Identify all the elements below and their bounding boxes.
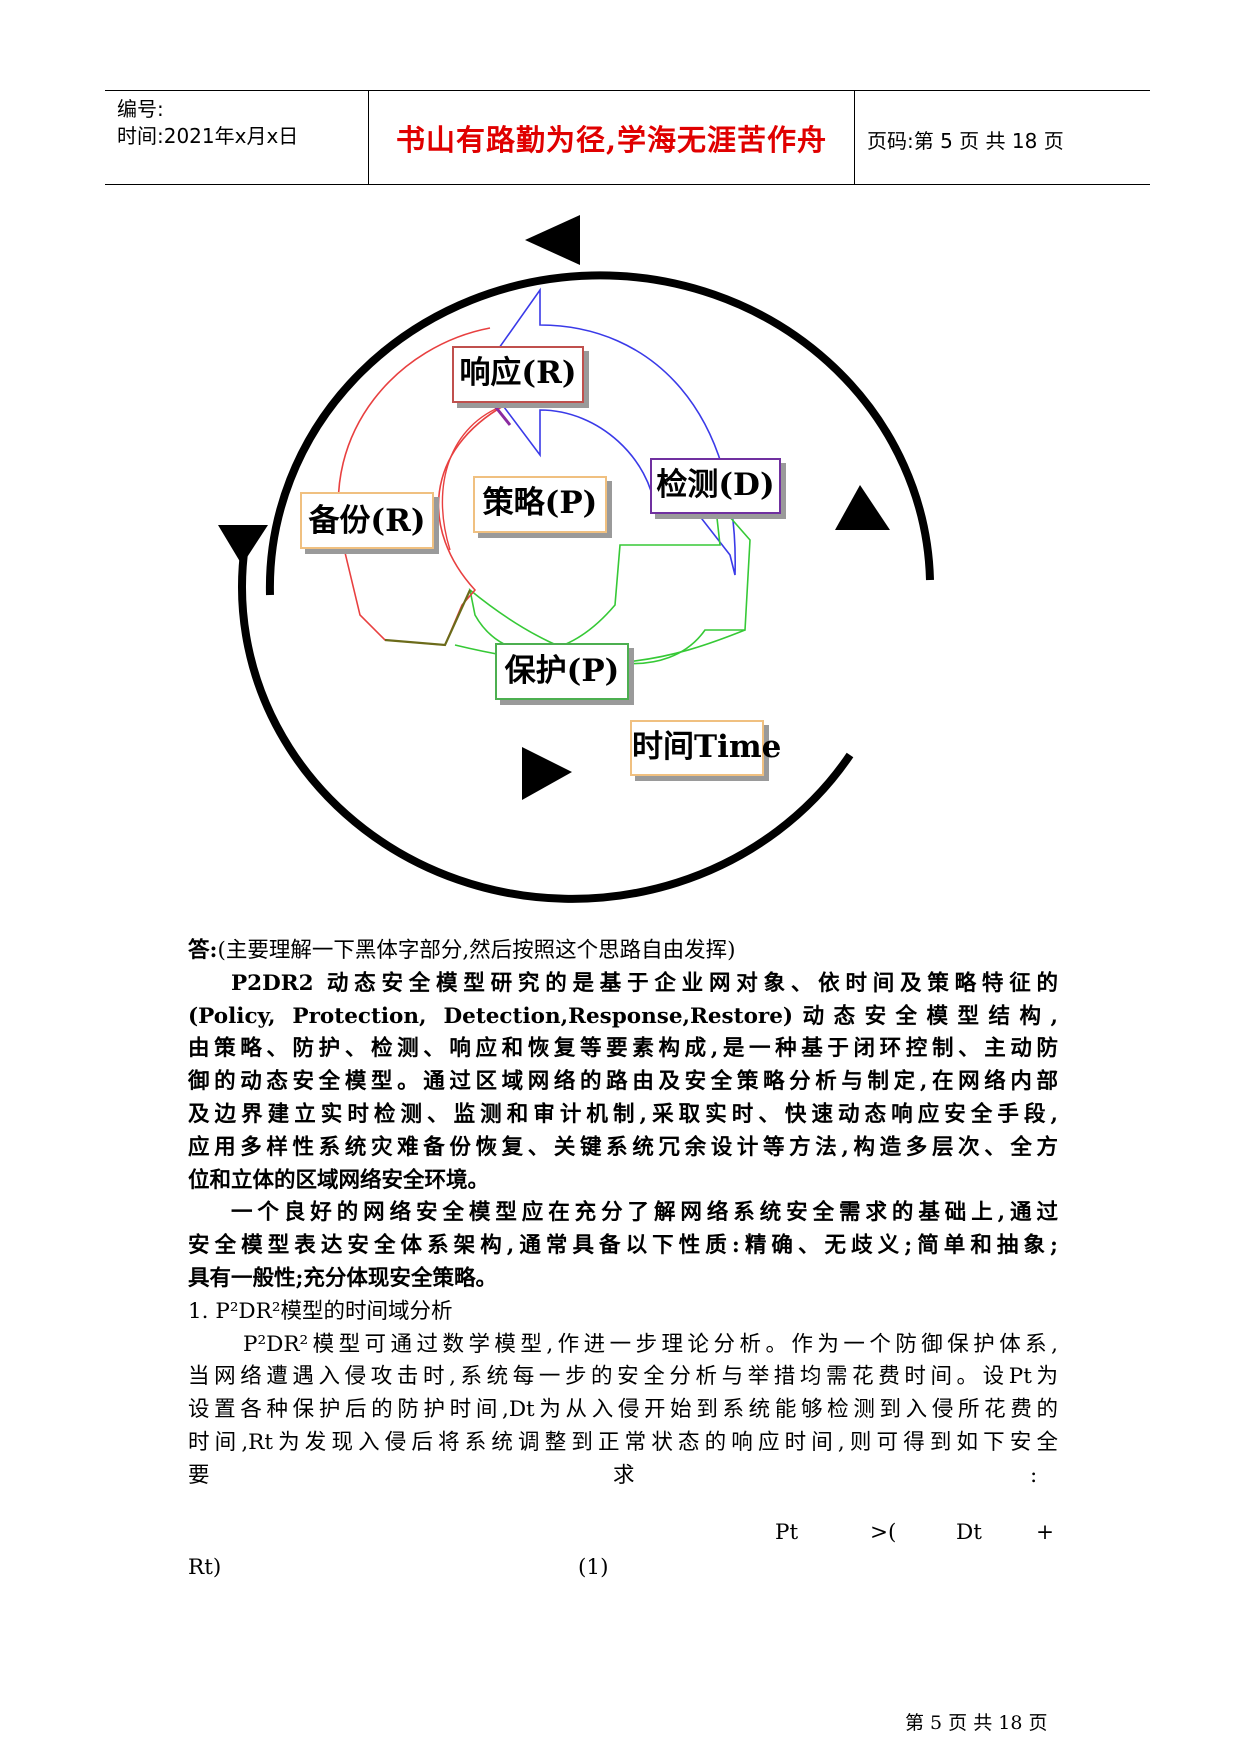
bold-line-10: 具有一般性;充分体现安全策略。 <box>188 1263 1058 1296</box>
backup-label: 备份(R) <box>308 503 426 539</box>
bold-line-7: 位和立体的区域网络安全环境。 <box>188 1165 1058 1198</box>
bold-line-8-text: 一个良好的网络安全模型应在充分了解网络系统安全需求的基础上,通过 <box>231 1200 1058 1226</box>
header-motto: 书山有路勤为径,学海无涯苦作舟 <box>395 123 828 157</box>
normal-line-2: 当网络遭遇入侵攻击时,系统每一步的安全分析与举措均需花费时间。设Pt为 <box>188 1361 1058 1394</box>
answer-hint: (主要理解一下黑体字部分,然后按照这个思路自由发挥) <box>217 938 736 963</box>
p2dr2-model-diagram: 响应(R) 检测(D) 策略(P) 备份(R) 保护(P) 时间Time <box>200 210 1020 910</box>
bold-line-3-text: 由策略、防护、检测、响应和恢复等要素构成,是一种基于闭环控制、主动防 <box>188 1036 1058 1062</box>
req-part-2: 求 <box>613 1462 635 1488</box>
response-box: 响应(R) <box>452 346 584 403</box>
bold-line-7-text: 位和立体的区域网络安全环境。 <box>188 1167 490 1193</box>
outer-arrowhead-left <box>218 525 268 565</box>
header-center-cell: 书山有路勤为径,学海无涯苦作舟 <box>369 91 855 184</box>
outer-arrowhead-right <box>835 485 890 530</box>
inner-arrow-olive-segment <box>384 589 472 647</box>
section-title: 1. P²DR²模型的时间域分析 <box>188 1298 453 1324</box>
normal-line-1-text: P²DR²模型可通过数学模型,作进一步理论分析。作为一个防御保护体系, <box>243 1331 1058 1357</box>
normal-line-3-text: 设置各种保护后的防护时间,Dt为从入侵开始到系统能够检测到入侵所花费的 <box>188 1397 1058 1423</box>
inner-arrow-blue <box>479 287 736 576</box>
bold-line-9-text: 安全模型表达安全体系架构,通常具备以下性质:精确、无歧义;简单和抽象; <box>188 1233 1058 1259</box>
backup-box: 备份(R) <box>300 492 434 549</box>
bold-line-5: 及边界建立实时检测、监测和审计机制,采取实时、快速动态响应安全手段, <box>188 1099 1058 1132</box>
time-label: 时间:2021年x月x日 <box>117 124 299 148</box>
formula-pt: Pt <box>775 1520 799 1545</box>
bold-line-2-text: (Policy, Protection, Detection,Response,… <box>188 1003 1058 1029</box>
normal-line-1: P²DR²模型可通过数学模型,作进一步理论分析。作为一个防御保护体系, <box>188 1329 1058 1362</box>
answer-label: 答: <box>188 938 218 963</box>
formula-line-1: Pt >( Dt + <box>188 1517 1058 1550</box>
formula-plus: + <box>1036 1520 1055 1545</box>
header-page-info: 页码:第 5 页 共 18 页 <box>867 129 1064 153</box>
answer-heading: 答:(主要理解一下黑体字部分,然后按照这个思路自由发挥) <box>188 935 1058 968</box>
req-part-1: 要 <box>188 1462 210 1488</box>
header-right-cell: 页码:第 5 页 共 18 页 <box>855 91 1150 184</box>
inner-arrow-green <box>468 497 751 665</box>
outer-arrowhead-bottom <box>522 747 572 800</box>
bold-line-1-text: P2DR2 动态安全模型研究的是基于企业网对象、依时间及策略特征的 <box>231 970 1058 996</box>
inner-arrow-purple-segment <box>488 399 512 426</box>
normal-line-3: 设置各种保护后的防护时间,Dt为从入侵开始到系统能够检测到入侵所花费的 <box>188 1394 1058 1427</box>
bold-line-6-text: 应用多样性系统灾难备份恢复、关键系统冗余设计等方法,构造多层次、全方 <box>188 1134 1058 1160</box>
time-label: 时间Time <box>632 729 782 765</box>
protection-box: 保护(P) <box>495 643 629 700</box>
normal-line-4-text: 时间,Rt为发现入侵后将系统调整到正常状态的响应时间,则可得到如下安全 <box>188 1429 1058 1455</box>
formula-gt: >( <box>870 1520 897 1545</box>
policy-label: 策略(P) <box>482 485 598 521</box>
bold-line-6: 应用多样性系统灾难备份恢复、关键系统冗余设计等方法,构造多层次、全方 <box>188 1132 1058 1165</box>
header-left-cell: 编号: 时间:2021年x月x日 <box>105 91 369 184</box>
detection-label: 检测(D) <box>656 467 775 503</box>
detection-box: 检测(D) <box>650 458 781 514</box>
response-label: 响应(R) <box>459 355 577 391</box>
req-part-3: : <box>1030 1462 1038 1488</box>
bold-line-2: (Policy, Protection, Detection,Response,… <box>188 1001 1058 1034</box>
bold-line-5-text: 及边界建立实时检测、监测和审计机制,采取实时、快速动态响应安全手段, <box>188 1101 1058 1127</box>
outer-arrowhead-top <box>525 215 580 265</box>
bold-line-9: 安全模型表达安全体系架构,通常具备以下性质:精确、无歧义;简单和抽象; <box>188 1230 1058 1263</box>
page-footer: 第 5 页 共 18 页 <box>905 1712 1048 1734</box>
inner-arrow-red-inner <box>441 404 506 551</box>
bold-line-3: 由策略、防护、检测、响应和恢复等要素构成,是一种基于闭环控制、主动防 <box>188 1033 1058 1066</box>
time-box: 时间Time <box>630 720 782 776</box>
formula-dt: Dt <box>956 1520 982 1545</box>
normal-line-2-text: 当网络遭遇入侵攻击时,系统每一步的安全分析与举措均需花费时间。设Pt为 <box>188 1364 1058 1390</box>
policy-box: 策略(P) <box>473 476 607 533</box>
bold-line-4: 御的动态安全模型。通过区域网络的路由及安全策略分析与制定,在网络内部 <box>188 1066 1058 1099</box>
formula-line-2: Rt) (1) <box>188 1552 1058 1585</box>
protection-label: 保护(P) <box>504 653 620 689</box>
inner-arrow-red <box>337 327 506 646</box>
formula-number: (1) <box>578 1555 609 1580</box>
page-header: 编号: 时间:2021年x月x日 书山有路勤为径,学海无涯苦作舟 页码:第 5 … <box>105 90 1150 185</box>
bold-line-10-text: 具有一般性;充分体现安全策略。 <box>188 1265 497 1291</box>
formula-rt: Rt) <box>188 1555 222 1580</box>
requirement-line: 要 求 : <box>188 1460 1058 1493</box>
outer-cycle-arc-bottom <box>238 544 854 903</box>
cycle-arrows-graphic <box>218 215 934 903</box>
bold-line-4-text: 御的动态安全模型。通过区域网络的路由及安全策略分析与制定,在网络内部 <box>188 1069 1058 1095</box>
normal-line-4: 时间,Rt为发现入侵后将系统调整到正常状态的响应时间,则可得到如下安全 <box>188 1427 1058 1460</box>
bold-line-8: 一个良好的网络安全模型应在充分了解网络系统安全需求的基础上,通过 <box>188 1197 1058 1230</box>
answer-block: 答:(主要理解一下黑体字部分,然后按照这个思路自由发挥) P2DR2 动态安全模… <box>188 935 1058 1493</box>
bold-line-1: P2DR2 动态安全模型研究的是基于企业网对象、依时间及策略特征的 <box>188 968 1058 1001</box>
serial-number-label: 编号: <box>117 97 164 121</box>
outer-cycle-arc-top <box>265 271 934 596</box>
